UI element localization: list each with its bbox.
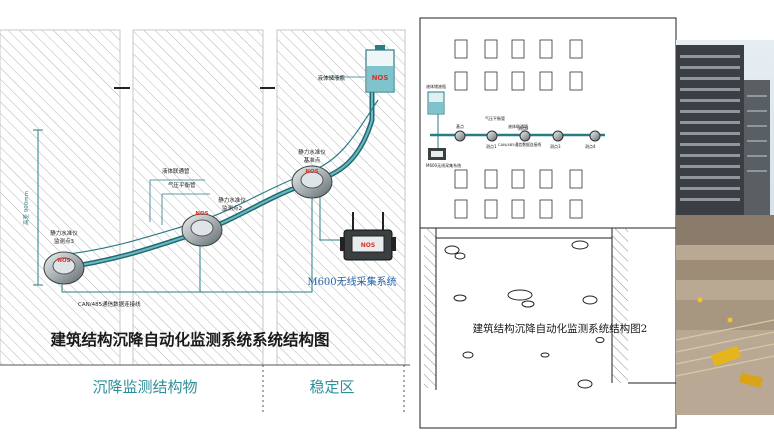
collector-cable <box>319 192 348 241</box>
base-point-label: 基点 <box>456 123 464 129</box>
sensor-1-point: 基准点 <box>304 156 321 164</box>
level-sensor-2: NOS <box>181 211 223 247</box>
point-label-3: 测点3 <box>550 143 561 149</box>
left-title: 建筑结构沉降自动化监测系统系统结构图 <box>50 330 329 349</box>
point-label-1: 测点1 <box>486 143 497 149</box>
photo-worker <box>697 297 703 303</box>
liquid-pipe-highlight <box>61 92 373 269</box>
photo-windows <box>680 55 767 201</box>
sensor-dot <box>519 130 531 142</box>
sensor-2-point: 监测点2 <box>222 204 242 212</box>
mini-tank <box>427 91 445 115</box>
sensor-dot <box>552 130 564 142</box>
tank-label: 液体储液瓶 <box>317 74 345 82</box>
sensor-3-point: 监测点3 <box>54 237 75 245</box>
logo-text: NOS <box>57 258 70 264</box>
logo-text: NOS <box>372 74 389 82</box>
construction-photo <box>675 40 774 415</box>
m600-collector: NOS <box>340 212 396 261</box>
level-sensor-3: NOS <box>43 251 85 285</box>
logo-text: NOS <box>305 169 318 175</box>
sensor-3-name: 静力水准仪 <box>50 229 78 237</box>
point-label-2: 测点2 <box>518 125 529 131</box>
mini-tank-label: 液体储液瓶 <box>426 83 446 89</box>
stable-zone-label: 稳定区 <box>309 378 354 396</box>
mini-collector-label: M600无线采集系统 <box>426 162 461 168</box>
level-sensor-base: NOS <box>291 165 333 199</box>
air-pipe <box>59 99 379 256</box>
logo-text: NOS <box>195 211 208 217</box>
left-panel: 高差 900mm NOS 液体储液瓶 NOS 静力水准仪 监测 <box>0 29 410 412</box>
mini-collector <box>428 148 446 160</box>
collector-label: M600无线采集系统 <box>307 275 396 288</box>
mini-liquid-pipe-label: 液体联通管 <box>508 123 528 129</box>
mini-sensors <box>454 130 601 142</box>
sensor-dot <box>589 130 601 142</box>
soil-rocks <box>444 240 605 389</box>
point-label-4: 测点4 <box>585 143 596 149</box>
mini-air-pipe-label: 气压平衡管 <box>485 115 505 121</box>
air-pipe-label: 气压平衡管 <box>168 181 196 189</box>
windows-upper <box>454 39 583 219</box>
sensor-dot <box>486 130 498 142</box>
sensor-2-name: 静力水准仪 <box>218 196 246 204</box>
structure-column-2 <box>132 29 264 366</box>
photo-machine <box>710 345 742 367</box>
middle-panel: 液体储液瓶 M600无线采集系统 基点 气压平衡管 液体联通管 测点1 测点2 … <box>419 17 677 429</box>
mini-cable-label: CAN/485通信数据连接线 <box>498 142 541 147</box>
middle-title: 建筑结构沉降自动化监测系统结构图2 <box>473 322 648 335</box>
excavation-wall-left <box>424 228 436 388</box>
can-cable-label: CAN/485通信数据连接线 <box>78 300 141 308</box>
liquid-pipe-label: 液体联通管 <box>162 167 190 175</box>
photo-worker <box>727 317 733 323</box>
photo-machine <box>739 372 763 388</box>
height-label: 高差 900mm <box>22 191 30 225</box>
structure-column-1 <box>0 29 121 366</box>
sensor-dot <box>454 130 466 142</box>
photo-base <box>676 215 774 245</box>
liquid-tank: NOS <box>365 45 395 93</box>
settlement-zone-label: 沉降监测结构物 <box>92 378 197 396</box>
logo-text: NOS <box>361 242 375 249</box>
sensor-1-name: 静力水准仪 <box>298 148 326 156</box>
excavation-wall-right <box>612 228 628 383</box>
